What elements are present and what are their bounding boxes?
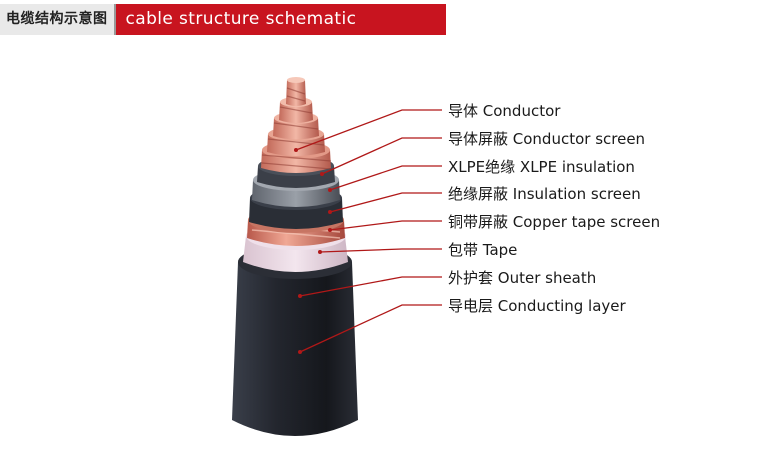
label-tape: 包带 Tape — [448, 241, 517, 259]
label-conductor: 导体 Conductor — [448, 102, 561, 120]
leader-xlpe-insulation — [329, 165, 442, 191]
leader-insulation-screen — [329, 192, 442, 213]
label-conducting-layer: 导电层 Conducting layer — [448, 297, 627, 315]
leader-endpoints — [294, 148, 332, 354]
conductor — [261, 77, 332, 173]
label-copper-tape-screen: 铜带屏蔽 Copper tape screen — [448, 213, 660, 231]
label-xlpe-insulation: XLPE绝缘 XLPE insulation — [448, 158, 635, 176]
leader-lines — [295, 109, 442, 353]
leader-tape — [319, 248, 442, 253]
label-outer-sheath: 外护套 Outer sheath — [448, 269, 596, 287]
leader-copper-tape-screen — [329, 220, 442, 231]
title-chinese: 电缆结构示意图 — [0, 4, 116, 35]
leader-outer-sheath — [299, 276, 442, 297]
leader-conductor-screen — [321, 137, 442, 175]
title-banner: 电缆结构示意图 cable structure schematic diagra… — [0, 4, 446, 60]
leader-conducting-layer — [299, 304, 442, 353]
leader-conductor — [295, 109, 442, 151]
outer-sheath — [232, 245, 358, 436]
title-english: cable structure schematic diagrams — [115, 4, 446, 60]
label-insulation-screen: 绝缘屏蔽 Insulation screen — [448, 185, 641, 203]
label-conductor-screen: 导体屏蔽 Conductor screen — [448, 130, 645, 148]
